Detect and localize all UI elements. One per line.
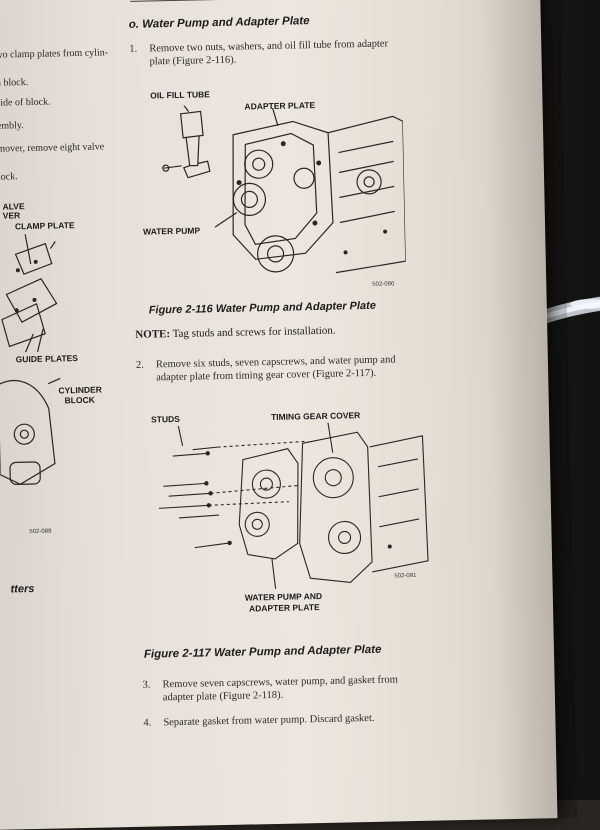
note: NOTE: Tag studs and screws for installat…	[135, 325, 336, 341]
header-rule	[130, 0, 461, 2]
figure-caption: Figure 2-117 Water Pump and Adapter Plat…	[143, 643, 382, 661]
label-adapter-plate: ADAPTER PLATE	[248, 602, 320, 614]
step-number: 1.	[129, 43, 138, 55]
left-text-line: embly.	[0, 120, 24, 132]
label-oil-fill-tube: OIL FILL TUBE	[150, 89, 211, 101]
figure-caption: Figure 2-116 Water Pump and Adapter Plat…	[148, 299, 377, 317]
step-text: Separate gasket from water pump. Discard…	[163, 712, 375, 729]
water-pump-adapter-illustration	[162, 101, 407, 274]
label-clamp-plate: CLAMP PLATE	[14, 220, 75, 232]
step-number: 2.	[135, 359, 144, 371]
step-4: 4. Separate gasket from water pump. Disc…	[143, 712, 375, 729]
left-text-line: mover, remove eight valve	[0, 141, 105, 155]
timing-gear-cover-illustration	[158, 420, 429, 590]
left-text-line: n block.	[0, 77, 29, 89]
label-studs: STUDS	[150, 413, 180, 425]
step-number: 3.	[142, 679, 151, 691]
note-label: NOTE:	[135, 328, 171, 341]
left-text-line: side of block.	[0, 96, 51, 109]
label-ver: VER	[2, 210, 21, 221]
left-caption-fragment: tters	[10, 582, 35, 596]
step-number: 4.	[143, 717, 152, 729]
clamp-plate-illustration	[0, 233, 61, 485]
section-title: o. Water Pump and Adapter Plate	[128, 15, 310, 31]
figure-code: 502-089	[29, 528, 52, 536]
note-text: Tag studs and screws for installation.	[169, 324, 336, 341]
left-text-line: wo clamp plates from cylin-	[0, 47, 109, 61]
step-1: 1. Remove two nuts, washers, and oil fil…	[129, 37, 388, 68]
label-water-pump-and: WATER PUMP AND	[244, 590, 323, 603]
step-2: 2. Remove six studs, seven capscrews, an…	[136, 353, 396, 384]
left-text-line: lock.	[0, 171, 18, 183]
left-column: wo clamp plates from cylin- n block. sid…	[0, 0, 132, 790]
page-shadow	[479, 0, 578, 820]
step-3: 3. Remove seven capscrews, water pump, a…	[142, 673, 398, 704]
label-timing-gear-cover: TIMING GEAR COVER	[270, 410, 361, 422]
manual-page: wo clamp plates from cylin- n block. sid…	[0, 0, 578, 830]
